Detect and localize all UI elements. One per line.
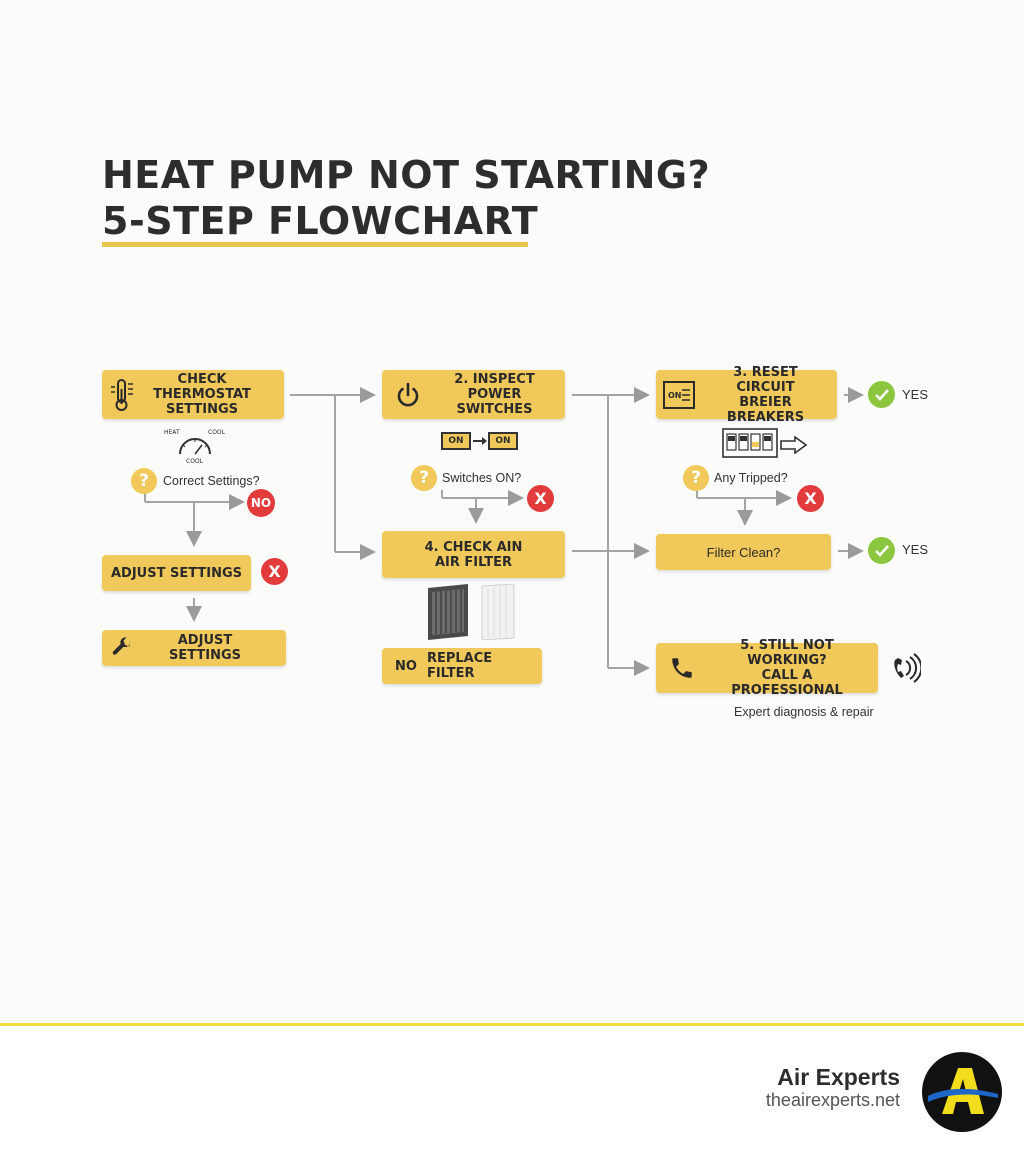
checkmark-icon [874,388,889,401]
dirty-filter-icon [424,584,474,645]
brand-url[interactable]: theairexperts.net [765,1090,900,1110]
question-correct-settings: Correct Settings? [163,474,260,488]
adjust-settings-box-2: ADJUST SETTINGS [102,630,286,666]
phone-icon [656,655,708,681]
step2-label: 2. INSPECT POWER SWITCHES [454,372,535,417]
yes-label-filter: YES [902,542,929,557]
check-badge-breakers [868,381,895,408]
wrench-icon [102,636,142,660]
power-icon [382,381,434,409]
breaker-switches-icon [722,428,778,463]
no-badge: NO [247,489,275,517]
brand-name: Air Experts [777,1064,900,1090]
hollow-arrow-icon [780,435,808,459]
svg-text:ON: ON [668,391,682,400]
switch-on-after: ON [488,432,518,450]
yes-label-breakers: YES [902,387,929,402]
adjust-settings-box-1: ADJUST SETTINGS [102,555,251,591]
page-title: HEAT PUMP NOT STARTING? 5-STEP FLOWCHART [102,152,710,244]
question-switches-on: Switches ON? [442,471,522,485]
step4-label: 4. CHECK AIN AIR FILTER [424,539,523,570]
title-line-1: HEAT PUMP NOT STARTING? [102,153,711,197]
question-any-tripped: Any Tripped? [714,471,788,485]
x-badge-tripped: X [797,485,824,512]
title-underline [102,242,528,247]
question-badge-3: ? [683,465,709,491]
filter-clean-box: Filter Clean? [656,534,831,570]
x-badge-switches: X [527,485,554,512]
step4-check-air-filter: 4. CHECK AIN AIR FILTER [382,531,565,578]
breaker-panel-icon: ON [656,380,702,410]
question-badge-1: ? [131,468,157,494]
clean-filter-icon [478,583,516,645]
step2-inspect-power: 2. INSPECT POWER SWITCHES [382,370,565,419]
check-badge-filter [868,537,895,564]
step5-call-professional: 5. STILL NOT WORKING? CALL A PROFESSIONA… [656,638,878,698]
step3-label: 3. RESET CIRCUIT BREIER BREAKERS [726,364,805,425]
step3-reset-breakers: ON 3. RESET CIRCUIT BREIER BREAKERS [656,365,837,425]
step5-label: 5. STILL NOT WORKING? CALL A PROFESSIONA… [731,638,843,698]
question-badge-2: ? [411,465,437,491]
footer [0,1026,1024,1154]
title-line-2: 5-STEP FLOWCHART [102,199,539,243]
step1-label: CHECK THERMOSTAT SETTINGS [153,372,251,417]
footer-divider [0,1023,1024,1026]
ringing-phone-icon [885,650,923,691]
replace-filter-no: NO [395,658,417,674]
thermometer-icon [102,377,142,413]
x-badge-adjust: X [261,558,288,585]
replace-filter-label: REPLACE FILTER [426,651,493,681]
switch-on-before: ON [441,432,471,450]
checkmark-icon [874,544,889,557]
professional-note: Expert diagnosis & repair [734,705,874,719]
thermostat-dial-icon: HEAT COOL COOL [164,429,225,465]
replace-filter-box: NO REPLACE FILTER [382,648,542,684]
air-experts-logo [922,1052,1002,1137]
step1-check-thermostat: CHECK THERMOSTAT SETTINGS [102,370,284,419]
arrow-right-icon [472,434,488,453]
flow-connectors [144,387,864,676]
